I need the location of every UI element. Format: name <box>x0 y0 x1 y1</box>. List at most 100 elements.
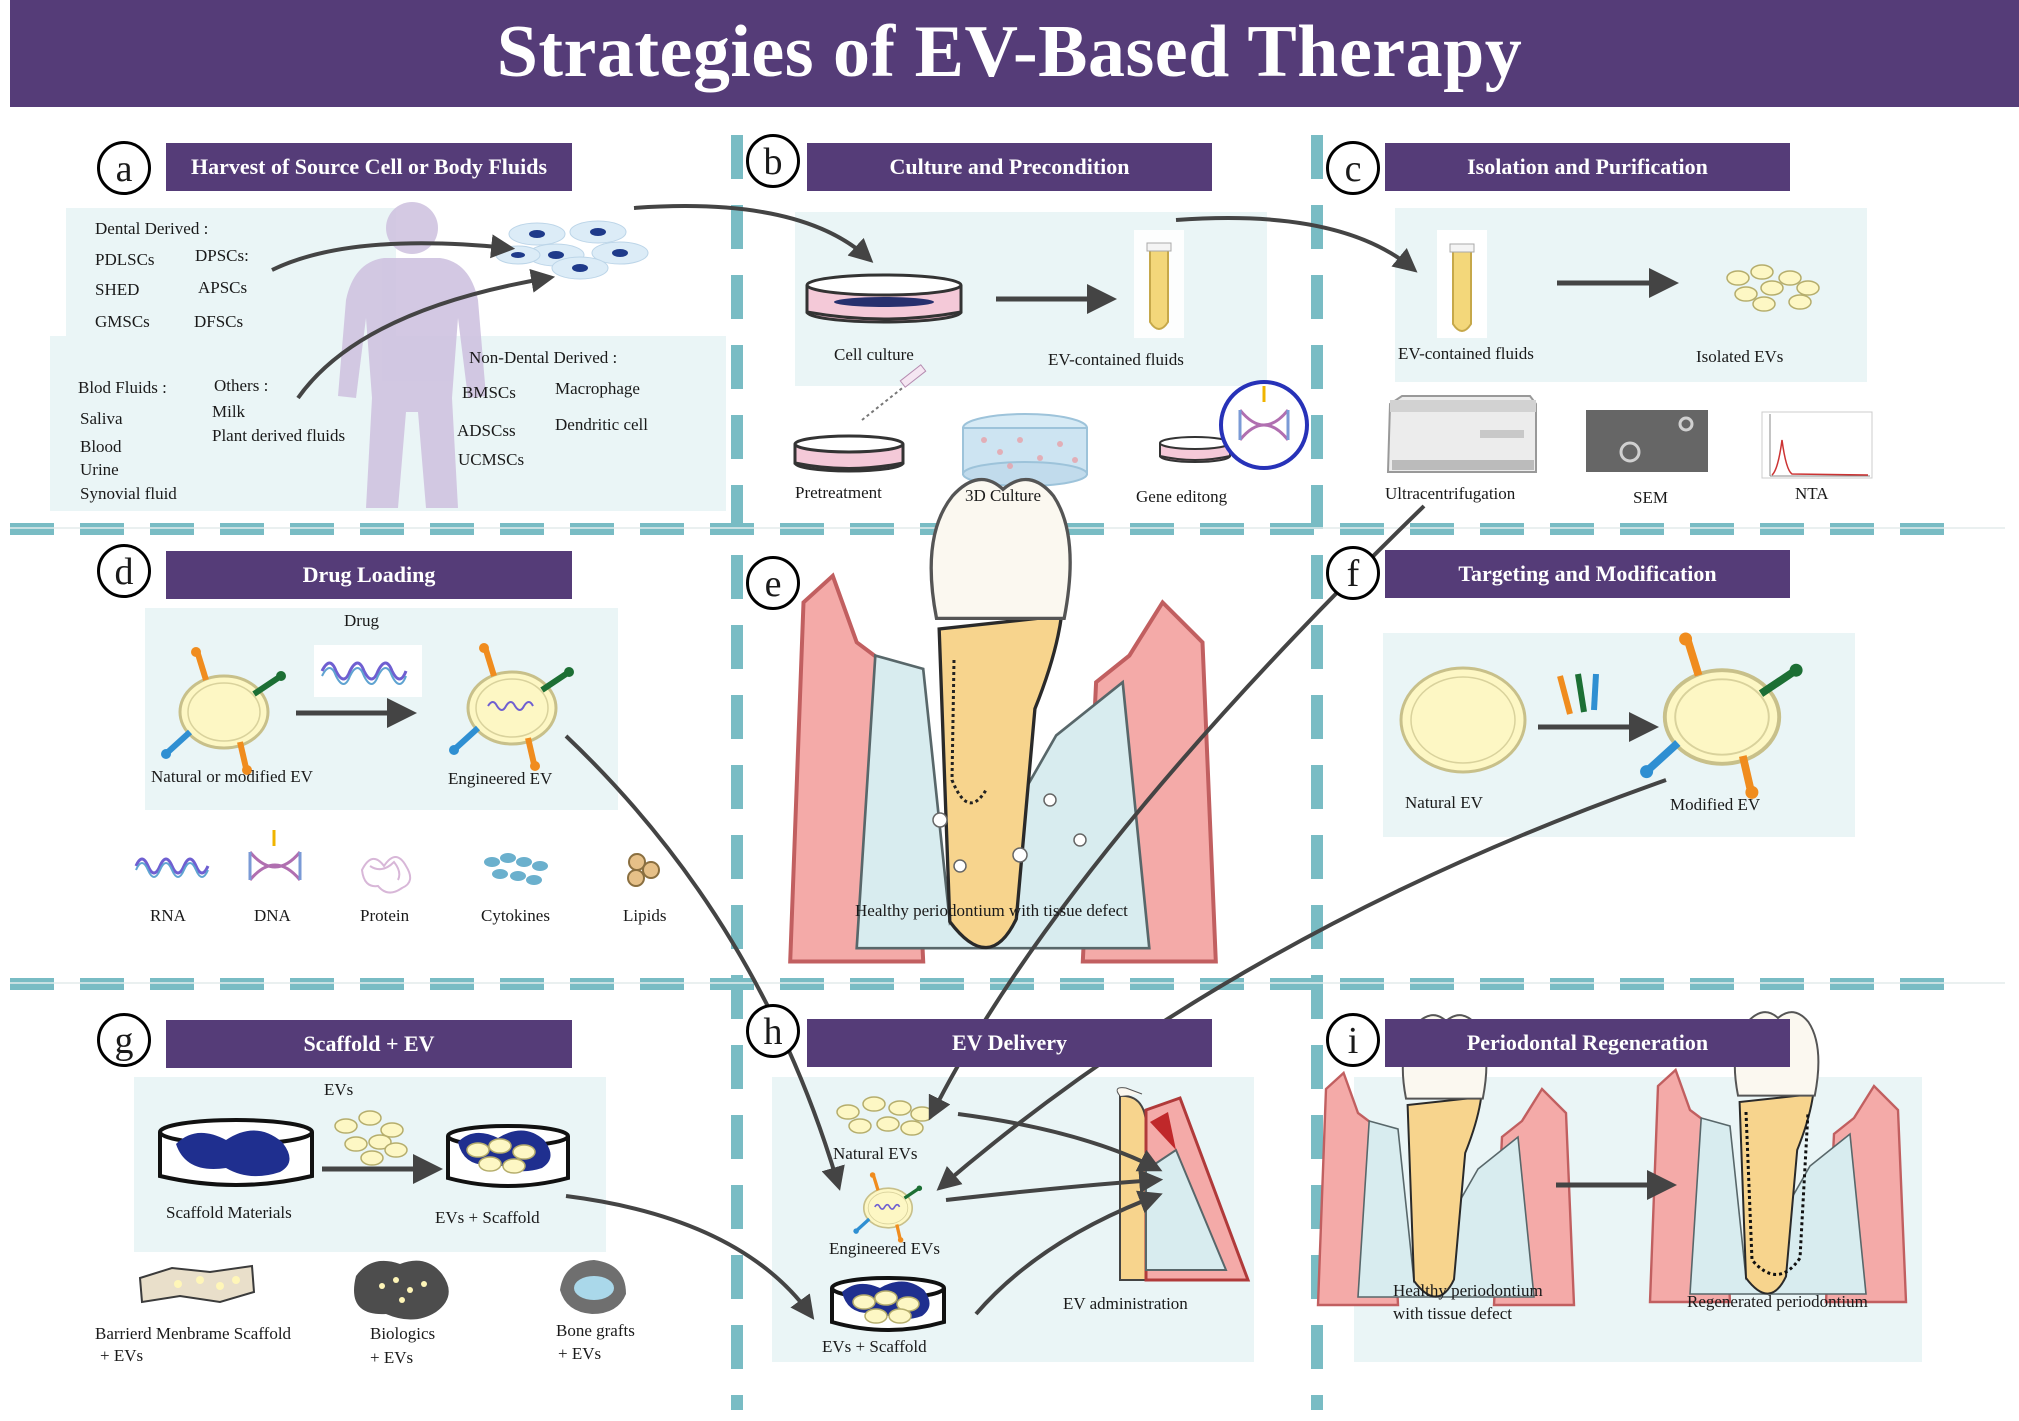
scaffold-materials-label: Scaffold Materials <box>166 1203 292 1222</box>
bone-grafts-label: Bone grafts <box>556 1321 635 1340</box>
ucmscs-label: UCMSCs <box>458 450 525 469</box>
apscs-label: APSCs <box>198 278 248 297</box>
pdlscs-label: PDLSCs <box>95 250 155 269</box>
dna-icon <box>248 830 302 881</box>
healthy-defect-sublabel: with tissue defect <box>1393 1304 1512 1323</box>
regenerated-tooth-icon <box>1648 1010 1908 1304</box>
panel-h-header: EV Delivery <box>807 1019 1212 1067</box>
dental-derived-title: Dental Derived : <box>95 219 209 238</box>
dendritic-cell-label: Dendritic cell <box>555 415 648 434</box>
healthy-defect-label: Healthy periodontium <box>1393 1281 1543 1300</box>
bone-grafts-sublabel: + EVs <box>558 1344 602 1363</box>
blood-fluids-title: Blod Fluids : <box>78 378 167 397</box>
milk-label: Milk <box>212 402 246 421</box>
drug-rna-icon <box>314 645 422 697</box>
engineered-ev-label: Engineered EV <box>448 769 553 788</box>
panel-a-badge: a <box>97 141 151 195</box>
adscs-label: ADSCss <box>457 421 516 440</box>
drug-label: Drug <box>344 611 379 630</box>
non-dental-title: Non-Dental Derived : <box>469 348 618 367</box>
cell-culture-label: Cell culture <box>834 345 914 364</box>
evs-scaffold-label: EVs + Scaffold <box>435 1208 540 1227</box>
blood-label: Blood <box>80 437 122 456</box>
dna-label: DNA <box>254 906 291 925</box>
membrane-scaffold-icon <box>138 1264 256 1304</box>
evs-scaffold-icon-h <box>830 1276 946 1332</box>
biologics-label: Biologics <box>370 1324 436 1343</box>
evs-scaffold-dish-icon <box>446 1124 570 1188</box>
lipids-label: Lipids <box>623 906 667 925</box>
rna-icon <box>134 857 210 878</box>
ev-fluids-label-b: EV-contained fluids <box>1048 350 1184 369</box>
ligands-icon <box>1557 673 1599 715</box>
evs-scaffold-label-h: EVs + Scaffold <box>822 1337 927 1356</box>
biologics-sublabel: + EVs <box>370 1348 414 1367</box>
panel-a-header: Harvest of Source Cell or Body Fluids <box>166 143 572 191</box>
petri-dish-icon <box>805 273 963 324</box>
ultracentrifugation-label: Ultracentrifugation <box>1385 484 1516 503</box>
pretreatment-dish-icon <box>793 364 927 473</box>
dfscs-label: DFSCs <box>194 312 244 331</box>
protein-icon <box>360 856 412 894</box>
protein-label: Protein <box>360 906 410 925</box>
page-title: Strategies of EV-Based Therapy <box>496 11 1523 93</box>
bone-graft-icon <box>560 1260 626 1314</box>
engineered-ev-icon-h <box>853 1172 922 1242</box>
natural-ev-label: Natural EV <box>1405 793 1483 812</box>
panel-d-header: Drug Loading <box>166 551 572 599</box>
panel-i-badge: i <box>1326 1013 1380 1067</box>
gmscs-label: GMSCs <box>95 312 150 331</box>
evs-label: EVs <box>324 1080 354 1099</box>
cytokines-icon <box>484 853 548 885</box>
sem-image-icon <box>1586 410 1708 472</box>
rna-label: RNA <box>150 906 186 925</box>
shed-label: SHED <box>95 280 140 299</box>
panel-c-badge: c <box>1326 141 1380 195</box>
title-banner <box>10 0 2019 107</box>
lipids-icon <box>627 853 660 887</box>
nta-label: NTA <box>1795 484 1829 503</box>
isolated-evs-icon <box>1726 264 1820 312</box>
ev-fluids-label-c: EV-contained fluids <box>1398 344 1534 363</box>
3d-culture-icon <box>962 413 1088 487</box>
panel-b-header: Culture and Precondition <box>807 143 1212 191</box>
cytokines-label: Cytokines <box>481 906 550 925</box>
synovial-fluid-label: Synovial fluid <box>80 484 177 503</box>
others-title: Others : <box>214 376 269 395</box>
panel-g-badge: g <box>97 1013 151 1067</box>
periodontium-caption: Healthy periodontium with tissue defect <box>855 901 1128 920</box>
gene-editing-icon <box>1159 380 1309 470</box>
natural-ev-icon-f <box>1399 666 1527 774</box>
centrifuge-icon <box>1386 395 1537 473</box>
engineered-evs-label: Engineered EVs <box>829 1239 940 1258</box>
biologics-icon <box>354 1260 449 1320</box>
evs-cluster-icon <box>334 1110 408 1166</box>
bmscs-label: BMSCs <box>462 383 516 402</box>
panel-d-badge: d <box>97 544 151 598</box>
cell-cluster-icon <box>495 220 649 280</box>
ev-administration-label: EV administration <box>1063 1294 1188 1313</box>
panel-c-header: Isolation and Purification <box>1385 143 1790 191</box>
test-tube-icon <box>1134 230 1184 338</box>
membrane-scaffold-sublabel: + EVs <box>100 1346 144 1365</box>
regenerated-label: Regenerated periodontium <box>1687 1292 1868 1311</box>
pretreatment-label: Pretreatment <box>795 483 882 502</box>
human-silhouette-icon <box>338 202 486 508</box>
urine-label: Urine <box>80 460 119 479</box>
panel-a-dental-box <box>66 208 396 360</box>
natural-evs-icon <box>836 1096 934 1136</box>
panel-f-badge: f <box>1326 546 1380 600</box>
panel-f-header: Targeting and Modification <box>1385 550 1790 598</box>
plant-fluids-label: Plant derived fluids <box>212 426 346 445</box>
sem-label: SEM <box>1633 488 1668 507</box>
panel-b-badge: b <box>746 134 800 188</box>
3d-culture-label: 3D Culture <box>965 486 1042 505</box>
periodontium-defect-icon <box>788 477 1218 964</box>
modified-ev-icon <box>1640 633 1803 799</box>
dpscs-label: DPSCs: <box>195 246 249 265</box>
panel-i-header: Periodontal Regeneration <box>1385 1019 1790 1067</box>
nta-graph-icon <box>1761 411 1873 479</box>
ev-administration-tooth-icon <box>1116 1087 1251 1282</box>
modified-ev-label: Modified EV <box>1670 795 1761 814</box>
